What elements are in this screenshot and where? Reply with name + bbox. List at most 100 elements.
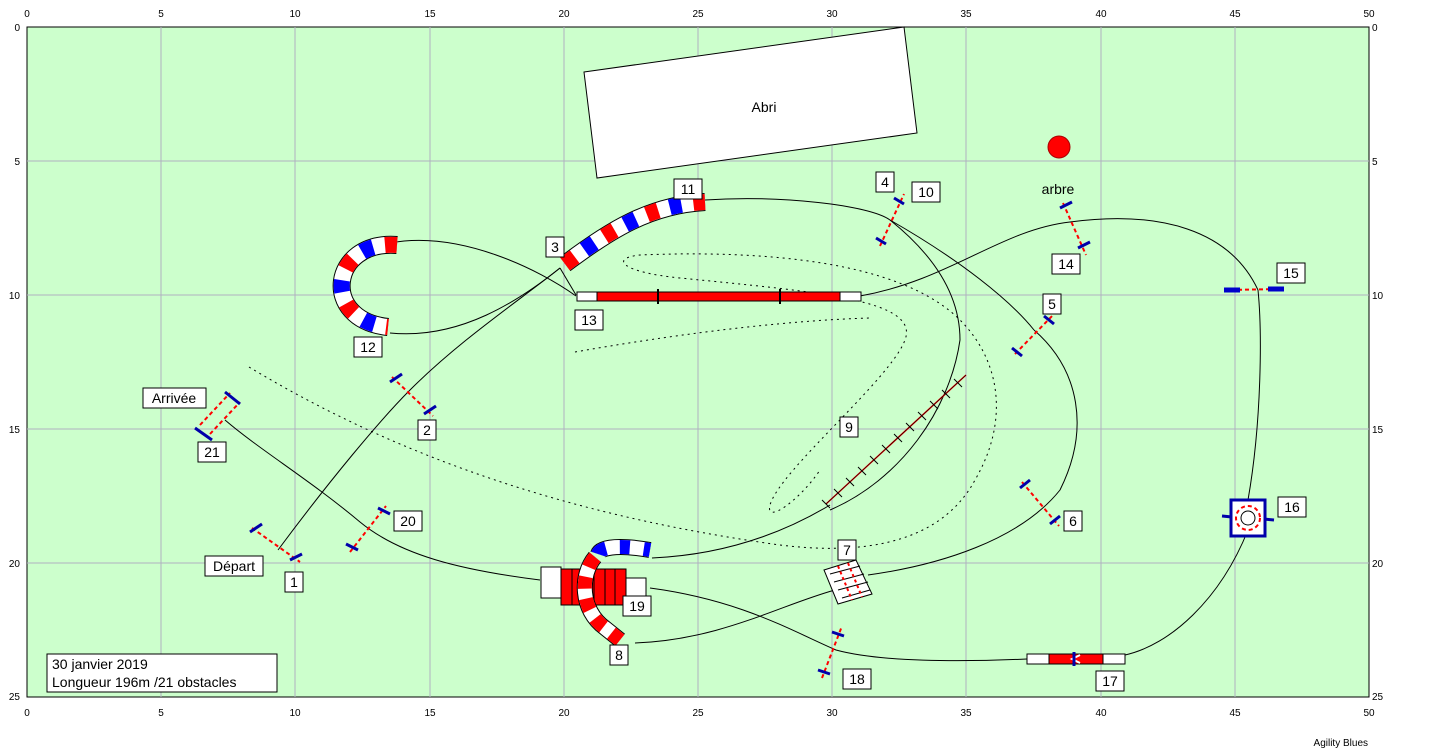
number-box-15: 15 [1276, 262, 1306, 284]
x-tick-bottom: 45 [1229, 708, 1241, 719]
number-box-9: 9 [839, 416, 859, 438]
number-9: 9 [845, 419, 853, 435]
y-tick-right: 15 [1372, 425, 1384, 436]
course-path [224, 198, 1261, 662]
jump-20 [345, 505, 391, 553]
number-18: 18 [849, 671, 865, 687]
shelter-label: Abri [752, 99, 777, 115]
number-14: 14 [1058, 256, 1074, 272]
weave-poles-9 [821, 374, 967, 509]
tunnel-3-11 [559, 193, 706, 272]
start-label-box: Départ [204, 555, 264, 577]
y-tick-right: 5 [1372, 157, 1378, 168]
number-12: 12 [360, 339, 376, 355]
x-tick-bottom: 35 [960, 708, 972, 719]
number-box-2: 2 [417, 419, 437, 441]
info-box: 30 janvier 2019 Longueur 196m /21 obstac… [46, 653, 278, 693]
number-2: 2 [423, 422, 431, 438]
axis-right: 0 5 10 15 20 25 [1372, 23, 1384, 703]
obstacle-7 [823, 559, 873, 605]
tunnel-17 [1026, 652, 1126, 666]
number-7: 7 [843, 542, 851, 558]
x-tick-top: 45 [1229, 9, 1241, 20]
x-tick-top: 40 [1095, 9, 1107, 20]
jump-15 [1223, 286, 1285, 293]
x-tick-bottom: 15 [424, 708, 436, 719]
y-tick-right: 25 [1372, 692, 1384, 703]
number-1: 1 [290, 574, 298, 590]
x-tick-bottom: 25 [692, 708, 704, 719]
y-tick-left: 0 [14, 23, 20, 34]
number-box-11: 11 [673, 178, 703, 200]
x-tick-bottom: 30 [826, 708, 838, 719]
number-5: 5 [1048, 296, 1056, 312]
x-tick-bottom: 50 [1363, 708, 1375, 719]
number-box-13: 13 [574, 309, 604, 331]
walk-path [574, 317, 871, 353]
walk-path [248, 253, 997, 549]
number-15: 15 [1283, 265, 1299, 281]
x-tick-bottom: 20 [558, 708, 570, 719]
y-tick-right: 0 [1372, 23, 1378, 34]
number-4: 4 [881, 174, 889, 190]
x-tick-top: 35 [960, 9, 972, 20]
jump-5 [1011, 313, 1055, 358]
course-date: 30 janvier 2019 [52, 656, 148, 672]
number-8: 8 [615, 647, 623, 663]
shelter: Abri [583, 26, 918, 179]
tunnel-12 [332, 235, 398, 336]
y-tick-left: 20 [9, 559, 21, 570]
x-tick-bottom: 5 [158, 708, 164, 719]
number-16: 16 [1284, 499, 1300, 515]
x-tick-bottom: 40 [1095, 708, 1107, 719]
tree-icon [1047, 135, 1071, 159]
number-11: 11 [681, 181, 696, 197]
dogwalk-13 [576, 289, 862, 304]
y-tick-left: 5 [14, 157, 20, 168]
number-box-1: 1 [284, 571, 304, 593]
jump-21 [194, 390, 241, 442]
number-box-7: 7 [837, 539, 857, 561]
finish-label: Arrivée [152, 390, 197, 406]
x-tick-top: 25 [692, 9, 704, 20]
number-box-3: 3 [545, 236, 565, 258]
start-label: Départ [213, 558, 255, 574]
axis-top: 0 5 10 15 20 25 30 35 40 45 50 [24, 9, 1375, 20]
tree: arbre [1042, 135, 1075, 197]
axis-left: 0 5 10 15 20 25 [9, 23, 21, 703]
jump-14 [1059, 200, 1091, 256]
jump-4-10 [875, 193, 905, 247]
number-6: 6 [1069, 513, 1077, 529]
y-tick-right: 10 [1372, 291, 1384, 302]
jump-6 [1019, 478, 1061, 527]
y-tick-right: 20 [1372, 559, 1384, 570]
number-3: 3 [551, 239, 559, 255]
y-tick-left: 15 [9, 425, 21, 436]
x-tick-top: 10 [289, 9, 301, 20]
number-19: 19 [629, 598, 645, 614]
number-box-12: 12 [353, 336, 383, 358]
jump-1 [249, 522, 303, 563]
number-box-18: 18 [842, 668, 872, 690]
number-21: 21 [204, 444, 220, 460]
number-20: 20 [400, 513, 416, 529]
number-box-14: 14 [1051, 253, 1081, 275]
jump-18 [817, 625, 845, 679]
number-box-21: 21 [197, 441, 227, 463]
x-tick-bottom: 10 [289, 708, 301, 719]
jump-2 [389, 372, 437, 417]
number-box-6: 6 [1063, 510, 1083, 532]
finish-label-box: Arrivée [142, 387, 207, 409]
y-tick-left: 25 [9, 692, 21, 703]
axis-bottom: 0 5 10 15 20 25 30 35 40 45 50 [24, 708, 1375, 719]
x-tick-top: 30 [826, 9, 838, 20]
number-13: 13 [581, 312, 597, 328]
tree-label: arbre [1042, 181, 1075, 197]
course-length: Longueur 196m /21 obstacles [52, 674, 236, 690]
tunnel-8 [576, 539, 652, 647]
number-box-20: 20 [393, 510, 423, 532]
footer-credit: Agility Blues [1314, 738, 1368, 749]
number-10: 10 [918, 184, 934, 200]
tyre-16 [1221, 498, 1275, 538]
